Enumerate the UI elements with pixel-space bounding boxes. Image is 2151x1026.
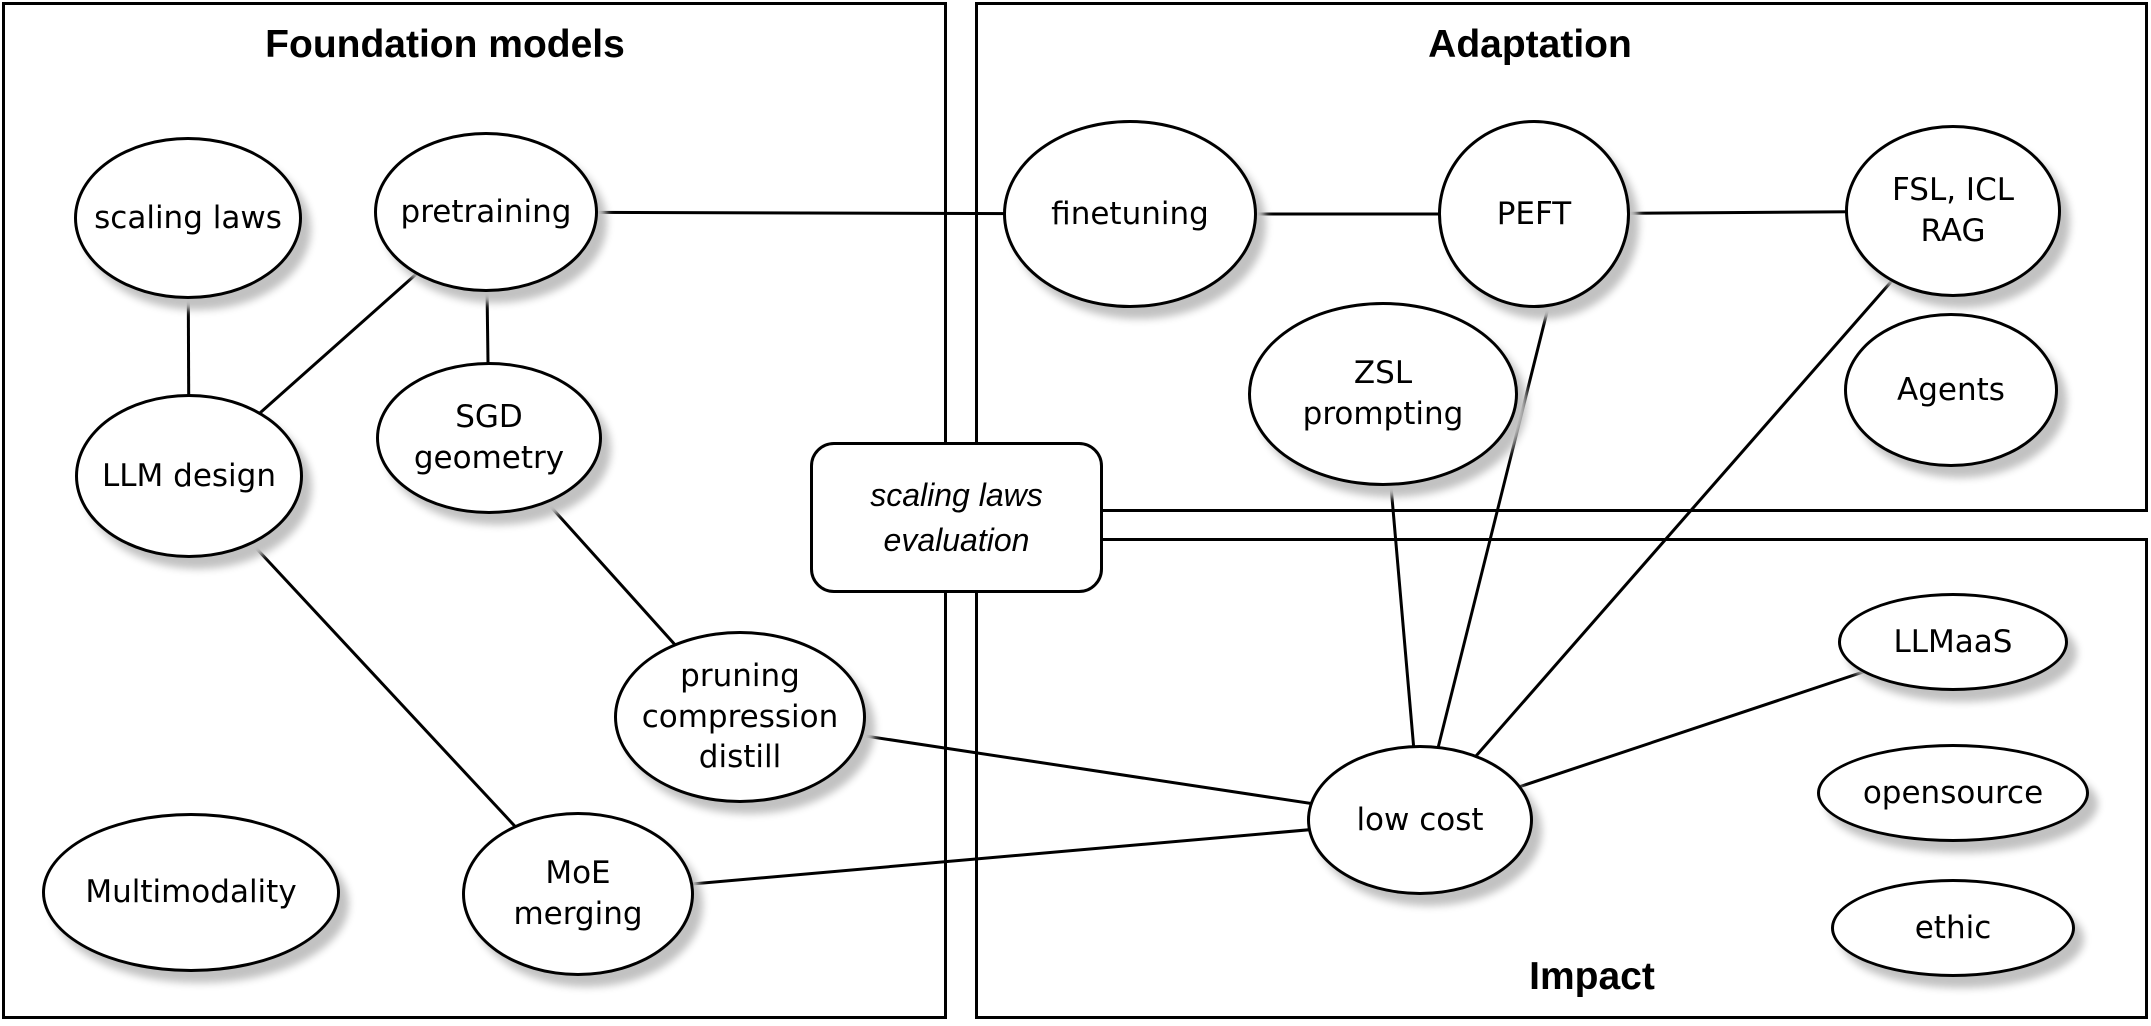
group-title-impact: Impact <box>1529 955 1655 998</box>
node-fsl-icl-rag: FSL, ICL RAG <box>1845 125 2061 297</box>
node-agents: Agents <box>1844 313 2058 467</box>
node-label: compression <box>641 698 839 735</box>
group-title-foundation-models: Foundation models <box>265 23 625 66</box>
note-scaling-laws-evaluation: scaling laws evaluation <box>810 442 1103 593</box>
note-label: scaling laws <box>870 476 1043 513</box>
node-label: opensource <box>1862 774 2044 811</box>
node-label: FSL, ICL <box>1891 172 2014 209</box>
node-label: Agents <box>1897 371 2005 408</box>
node-finetuning: finetuning <box>1003 120 1257 308</box>
node-label: LLMaaS <box>1893 623 2013 660</box>
node-label: SGD <box>455 399 523 436</box>
node-label: merging <box>513 896 643 932</box>
node-label: MoE <box>545 855 611 892</box>
node-label: RAG <box>1920 213 1986 249</box>
node-llmaas: LLMaaS <box>1838 593 2068 691</box>
node-label: ethic <box>1914 909 1992 946</box>
group-title-adaptation: Adaptation <box>1428 23 1632 66</box>
node-scaling-laws: scaling laws <box>74 137 302 299</box>
node-pruning-compression-distill: pruning compression distill <box>614 631 866 803</box>
node-peft: PEFT <box>1438 120 1630 308</box>
node-label: prompting <box>1302 396 1464 432</box>
node-label: PEFT <box>1496 195 1572 232</box>
node-label: Multimodality <box>85 874 297 911</box>
node-moe-merging: MoE merging <box>462 812 694 976</box>
node-llm-design: LLM design <box>75 394 303 558</box>
node-multimodality: Multimodality <box>42 813 340 972</box>
note-label: evaluation <box>883 521 1030 558</box>
node-label: geometry <box>413 440 565 476</box>
node-opensource: opensource <box>1817 744 2089 842</box>
node-sgd-geometry: SGD geometry <box>376 362 602 514</box>
node-label: pretraining <box>400 193 572 230</box>
node-label: low cost <box>1356 801 1484 838</box>
node-label: finetuning <box>1051 195 1209 232</box>
node-label: distill <box>698 739 782 776</box>
node-low-cost: low cost <box>1307 745 1533 895</box>
node-label: pruning <box>680 657 800 694</box>
node-label: ZSL <box>1353 355 1413 392</box>
node-ethic: ethic <box>1831 879 2075 977</box>
node-label: LLM design <box>102 457 276 494</box>
node-label: scaling laws <box>94 199 282 236</box>
node-zsl-prompting: ZSL prompting <box>1248 302 1518 486</box>
node-pretraining: pretraining <box>374 132 598 292</box>
